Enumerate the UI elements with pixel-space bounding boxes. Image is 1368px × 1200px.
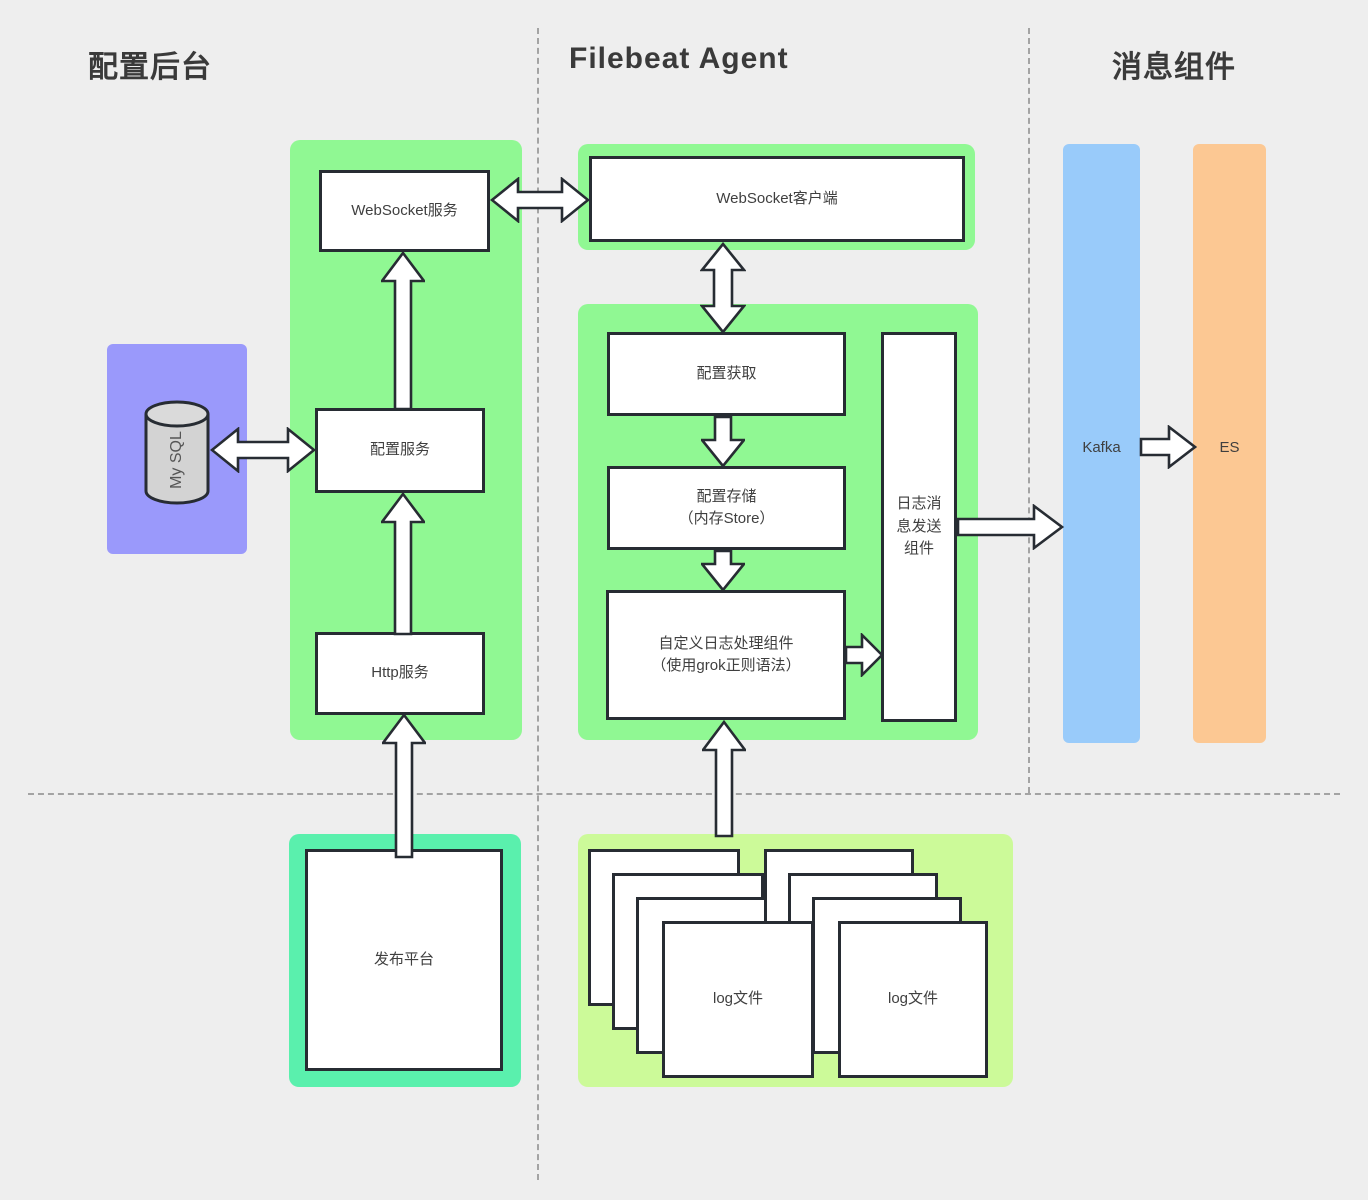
arrow-client-config-bidirectional-icon [700,242,746,334]
arrow-store-to-processor-icon [701,549,745,592]
arrow-configservice-to-websocket-icon [381,251,425,411]
node-log-sender-label: 日志消息发送组件 [896,495,942,558]
node-log-processor-label: 自定义日志处理组件 （使用grok正则语法） [651,634,801,675]
mysql-database-icon: My SQL [144,400,210,505]
node-publish-platform: 发布平台 [305,849,503,1071]
node-config-store-label: 配置存储 （内存Store） [678,487,775,528]
node-config-fetch: 配置获取 [607,332,846,416]
node-config-store: 配置存储 （内存Store） [607,466,846,550]
kafka-column [1063,144,1140,743]
node-http-service: Http服务 [315,632,485,715]
lane-divider-right [1028,28,1030,793]
node-websocket-server: WebSocket服务 [319,170,490,252]
log-file-front-left: log文件 [662,921,814,1078]
log-file-right-label: log文件 [887,990,939,1008]
node-config-fetch-label: 配置获取 [696,364,757,382]
kafka-label: Kafka [1082,439,1121,456]
lane-divider-left [537,28,539,1180]
arrow-http-to-configservice-icon [381,492,425,636]
arrow-kafka-to-es-icon [1139,425,1197,469]
lane-divider-horizontal [28,793,1340,795]
arrow-websocket-bidirectional-icon [490,177,590,223]
arrow-logs-to-processor-icon [702,720,746,838]
node-log-sender: 日志消息发送组件 [881,332,957,722]
node-log-processor: 自定义日志处理组件 （使用grok正则语法） [606,590,846,720]
node-publish-platform-label: 发布平台 [373,950,434,968]
node-config-service-label: 配置服务 [369,441,430,459]
log-file-front-right: log文件 [838,921,988,1078]
node-websocket-server-label: WebSocket服务 [351,201,458,219]
es-column [1193,144,1266,743]
section-title-config-backend: 配置后台 [88,51,212,84]
node-websocket-client-label: WebSocket客户端 [716,189,838,207]
node-http-service-label: Http服务 [371,664,429,682]
es-label: ES [1219,439,1240,456]
arrow-publish-to-http-icon [382,713,426,859]
node-websocket-client: WebSocket客户端 [589,156,965,242]
section-title-message-components: 消息组件 [1112,51,1236,84]
arrow-mysql-bidirectional-icon [210,427,317,473]
arrow-sender-to-kafka-icon [956,504,1065,550]
arrow-fetch-to-store-icon [701,415,745,468]
section-title-filebeat-agent: Filebeat Agent [569,42,789,75]
log-file-left-label: log文件 [712,990,764,1008]
mysql-label: My SQL [168,431,185,489]
node-config-service: 配置服务 [315,408,485,493]
arrow-processor-to-sender-icon [844,633,884,677]
